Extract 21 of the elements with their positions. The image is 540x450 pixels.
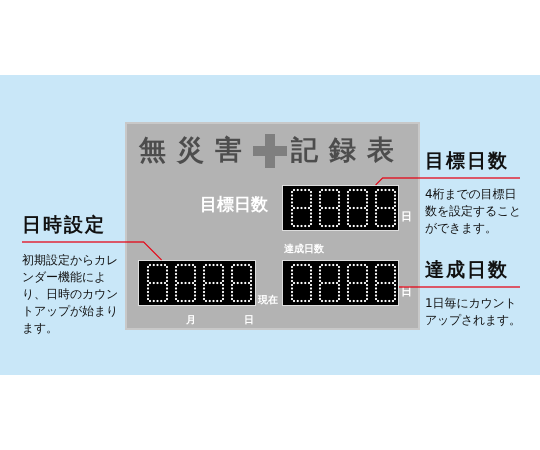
- unit-label: 月: [186, 314, 196, 327]
- unit-label: 現在: [258, 294, 278, 307]
- board-title: 無災害: [139, 134, 253, 168]
- callout-text: 1日毎にカウントアップされます。: [425, 295, 522, 329]
- led-display: [282, 185, 399, 231]
- unit-label: 日: [244, 314, 254, 327]
- sign-board: [125, 122, 420, 330]
- leader-line: [22, 241, 162, 260]
- led-display: [282, 260, 399, 306]
- callout-text: 初期設定からカレンダー機能により、日時のカウントアップが始まります。: [22, 252, 119, 337]
- leader-line: [399, 286, 520, 288]
- callout-heading: 日時設定: [22, 213, 106, 238]
- callout-text: 4桁までの目標日数を設定することができます。: [425, 186, 522, 237]
- unit-label: 日: [401, 209, 412, 224]
- leader-line: [375, 177, 520, 186]
- board-title: 記録表: [291, 134, 405, 168]
- display-label: 目標日数: [200, 194, 268, 216]
- display-label: 達成日数: [284, 242, 324, 256]
- callout-heading: 達成日数: [425, 258, 509, 283]
- callout-heading: 目標日数: [425, 149, 509, 174]
- led-display: [138, 260, 256, 306]
